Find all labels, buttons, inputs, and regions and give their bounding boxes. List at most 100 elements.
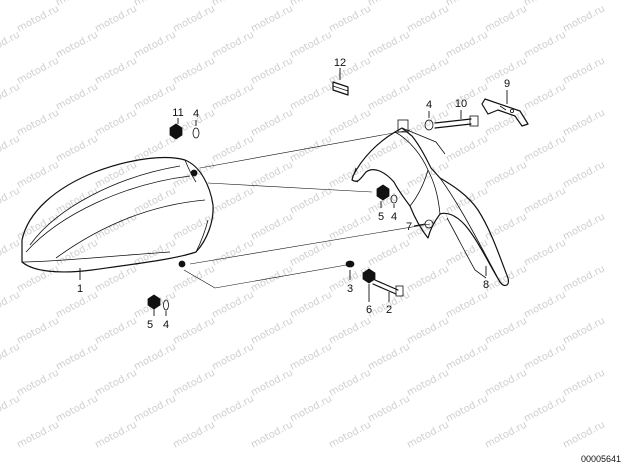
watermark-text: motod.ru <box>327 315 373 346</box>
callout-4-upper-right: 4 <box>426 99 432 111</box>
watermark-text: motod.ru <box>288 237 334 268</box>
watermark-text: motod.ru <box>327 211 373 242</box>
watermark-text: motod.ru <box>561 263 607 294</box>
watermark-text: motod.ru <box>483 419 529 450</box>
watermark-text: motod.ru <box>15 367 61 398</box>
watermark-text: motod.ru <box>327 159 373 190</box>
watermark-text: motod.ru <box>249 159 295 190</box>
watermark-text: motod.ru <box>210 393 256 424</box>
watermark-text: motod.ru <box>171 315 217 346</box>
watermark-text: motod.ru <box>288 185 334 216</box>
watermark-text: motod.ru <box>93 263 139 294</box>
watermark-text: motod.ru <box>132 0 178 9</box>
watermark-text: motod.ru <box>0 393 22 424</box>
watermark-text: motod.ru <box>288 81 334 112</box>
watermark-text: motod.ru <box>210 81 256 112</box>
watermark-text: motod.ru <box>288 393 334 424</box>
watermark-text: motod.ru <box>54 0 100 9</box>
watermark-text: motod.ru <box>522 341 568 372</box>
watermark-text: motod.ru <box>210 0 256 9</box>
callout-2: 2 <box>386 304 392 316</box>
watermark-text: motod.ru <box>15 419 61 450</box>
watermark-text: motod.ru <box>366 237 412 268</box>
watermark-text: motod.ru <box>171 3 217 34</box>
front-fender-part <box>21 156 214 273</box>
screw-part <box>372 279 404 297</box>
watermark-text: motod.ru <box>444 341 490 372</box>
callout-4-lower-left: 4 <box>163 319 169 331</box>
watermark-text: motod.ru <box>15 3 61 34</box>
callout-4-center: 4 <box>391 211 397 223</box>
watermark-text: motod.ru <box>249 367 295 398</box>
watermark-text: motod.ru <box>366 341 412 372</box>
watermark-text: motod.ru <box>15 159 61 190</box>
watermark-text: motod.ru <box>444 289 490 320</box>
watermark-text: motod.ru <box>171 367 217 398</box>
watermark-text: motod.ru <box>15 263 61 294</box>
callout-3: 3 <box>347 283 353 295</box>
watermark-text: motod.ru <box>132 29 178 60</box>
watermark-text: motod.ru <box>249 55 295 86</box>
mounting-bracket-part <box>481 98 529 127</box>
watermark-text: motod.ru <box>405 3 451 34</box>
watermark-text: motod.ru <box>171 55 217 86</box>
watermark-text: motod.ru <box>366 393 412 424</box>
watermark-text: motod.ru <box>15 55 61 86</box>
watermark-text: motod.ru <box>483 211 529 242</box>
watermark-text: motod.ru <box>444 29 490 60</box>
watermark-text: motod.ru <box>54 237 100 268</box>
bolt-part <box>424 115 479 131</box>
callout-6: 6 <box>366 304 372 316</box>
callout-5-lower-left: 5 <box>147 319 153 331</box>
watermark-text: motod.ru <box>483 159 529 190</box>
watermark-text: motod.ru <box>483 3 529 34</box>
watermark-text: motod.ru <box>366 81 412 112</box>
watermark-text: motod.ru <box>132 81 178 112</box>
watermark-text: motod.ru <box>0 29 22 60</box>
watermark-text: motod.ru <box>288 289 334 320</box>
callout-1: 1 <box>77 283 83 295</box>
watermark-text: motod.ru <box>210 289 256 320</box>
watermark-text: motod.ru <box>249 107 295 138</box>
watermark-text: motod.ru <box>405 419 451 450</box>
watermark-text: motod.ru <box>0 341 22 372</box>
watermark-text: motod.ru <box>561 419 607 450</box>
watermark-text: motod.ru <box>561 211 607 242</box>
watermark-text: motod.ru <box>171 263 217 294</box>
watermark-text: motod.ru <box>522 0 568 9</box>
watermark-text: motod.ru <box>93 107 139 138</box>
watermark-text: motod.ru <box>93 211 139 242</box>
watermark-text: motod.ru <box>132 393 178 424</box>
watermark-text: motod.ru <box>54 29 100 60</box>
watermark-text: motod.ru <box>93 159 139 190</box>
watermark-text: motod.ru <box>54 341 100 372</box>
watermark-text: motod.ru <box>15 107 61 138</box>
watermark-text: motod.ru <box>561 367 607 398</box>
callout-8: 8 <box>483 279 489 291</box>
watermark-text: motod.ru <box>405 367 451 398</box>
watermark-text: motod.ru <box>249 211 295 242</box>
callout-5-center: 5 <box>378 211 384 223</box>
watermark-text: motod.ru <box>93 3 139 34</box>
watermark-text: motod.ru <box>171 419 217 450</box>
watermark-text: motod.ru <box>288 29 334 60</box>
watermark-text: motod.ru <box>0 133 22 164</box>
watermark-text: motod.ru <box>288 0 334 9</box>
watermark-text: motod.ru <box>522 185 568 216</box>
image-code: 00005641 <box>580 454 621 464</box>
watermark-text: motod.ru <box>405 315 451 346</box>
callout-11: 11 <box>172 107 183 119</box>
watermark-text: motod.ru <box>444 185 490 216</box>
fender-stay-part <box>351 119 509 287</box>
watermark-text: motod.ru <box>522 289 568 320</box>
watermark-text: motod.ru <box>249 419 295 450</box>
watermark-text: motod.ru <box>249 263 295 294</box>
callout-4-upper-left: 4 <box>193 108 199 120</box>
watermark-text: motod.ru <box>249 315 295 346</box>
watermark-text: motod.ru <box>0 185 22 216</box>
leader-lines <box>79 68 508 316</box>
watermark-text: motod.ru <box>210 29 256 60</box>
watermark-text: motod.ru <box>522 81 568 112</box>
watermark-text: motod.ru <box>0 289 22 320</box>
